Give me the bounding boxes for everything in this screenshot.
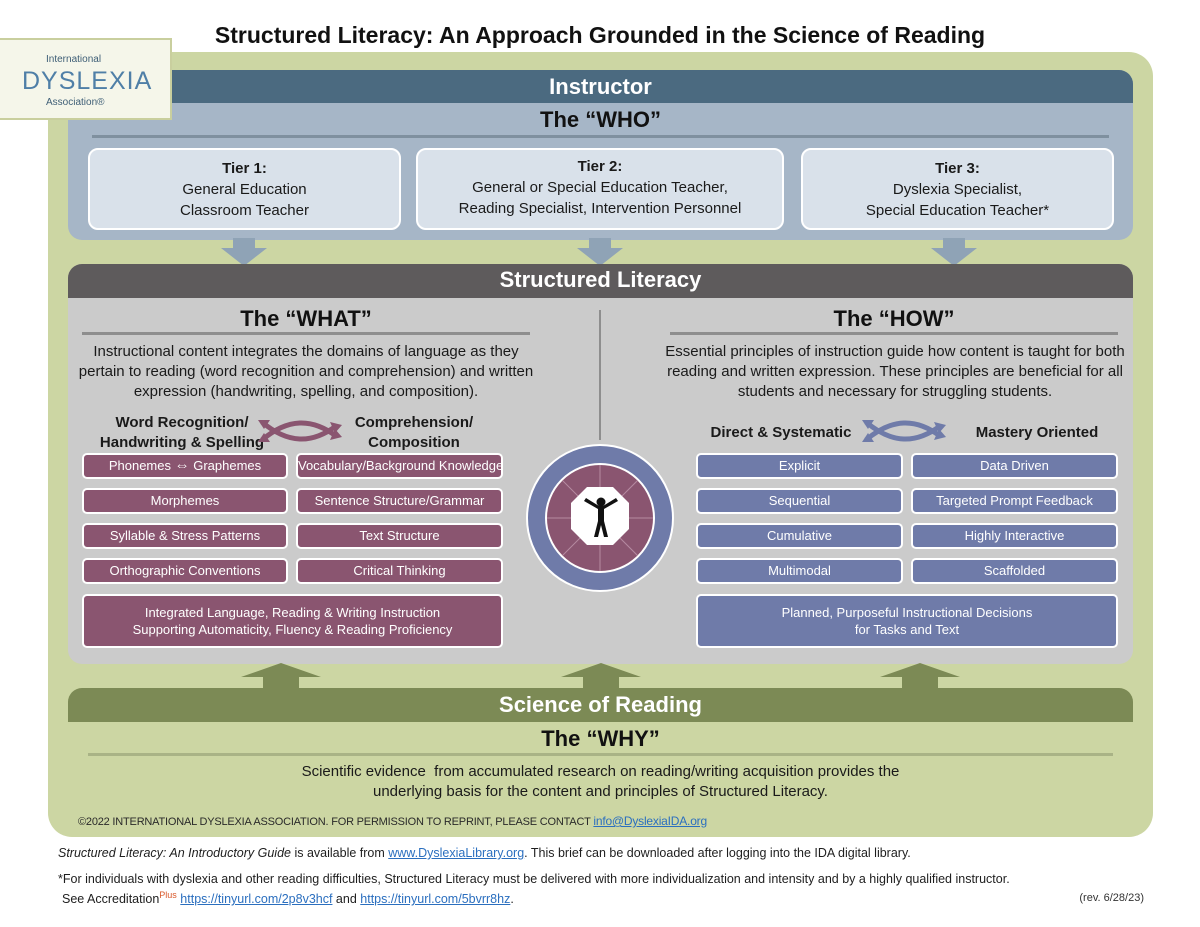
how-right-pill: Targeted Prompt Feedback [911, 488, 1118, 514]
how-left-pill: Sequential [696, 488, 903, 514]
footer-text: . [510, 892, 514, 907]
how-summary-line1: Planned, Purposeful Instructional Decisi… [781, 605, 1033, 620]
what-heading: The “WHAT” [240, 306, 372, 331]
up-arrow-icon [241, 663, 321, 689]
mastery-oriented-label: Mastery Oriented [975, 424, 1099, 441]
what-right-pill: Vocabulary/Background Knowledge [296, 453, 503, 479]
footer-text: See Accreditation [62, 892, 160, 907]
tier-3-title: Tier 3: [935, 160, 980, 177]
what-left-pill: Orthographic Conventions [82, 558, 288, 584]
direct-systematic-label: Direct & Systematic [710, 424, 852, 441]
how-summary-line2: for Tasks and Text [854, 622, 960, 637]
comprehension-label: Comprehension/ [354, 414, 474, 431]
how-right-pill: Highly Interactive [911, 523, 1118, 549]
what-description: Instructional content integrates the dom… [78, 343, 534, 400]
tinyurl-link-2[interactable]: https://tinyurl.com/5bvrr8hz [360, 892, 511, 907]
page-title: Structured Literacy: An Approach Grounde… [214, 22, 986, 48]
tier-1-title: Tier 1: [222, 160, 267, 177]
word-recognition-heading: Word Recognition/ Handwriting & Spelling [82, 413, 282, 453]
why-divider [88, 753, 1113, 756]
what-divider [82, 332, 530, 335]
how-right-pill: Data Driven [911, 453, 1118, 479]
how-left-pill: Cumulative [696, 523, 903, 549]
why-line2: underlying basis for the content and pri… [373, 783, 828, 800]
revision-date: (rev. 6/28/23) [1079, 892, 1144, 904]
how-left-pill: Multimodal [696, 558, 903, 584]
graphemes-label: Graphemes [193, 458, 262, 473]
footer-line-2: *For individuals with dyslexia and other… [58, 872, 1010, 886]
comprehension-heading: Comprehension/ Composition [334, 413, 494, 453]
what-left-pill: Morphemes [82, 488, 288, 514]
how-description: Essential principles of instruction guid… [665, 343, 1125, 400]
who-divider [92, 135, 1109, 138]
what-summary-line1: Integrated Language, Reading & Writing I… [144, 605, 441, 620]
tier-3-line2: Special Education Teacher* [865, 202, 1050, 219]
composition-label: Composition [368, 434, 460, 451]
tinyurl-link-1[interactable]: https://tinyurl.com/2p8v3hcf [180, 892, 333, 907]
what-summary-line2: Supporting Automaticity, Fluency & Readi… [132, 622, 453, 637]
why-description: Scientific evidence from accumulated res… [68, 762, 1133, 802]
copyright-text: ©2022 INTERNATIONAL DYSLEXIA ASSOCIATION… [78, 816, 594, 828]
tier-3-box: Tier 3: Dyslexia Specialist, Special Edu… [801, 148, 1114, 230]
down-arrow-icon [221, 238, 267, 266]
down-arrow-icon [931, 238, 977, 266]
tier-1-box: Tier 1: General Education Classroom Teac… [88, 148, 401, 230]
guide-title: Structured Literacy: An Introductory Gui… [58, 846, 291, 860]
logo-main-text: DYSLEXIA [22, 67, 153, 95]
tier-2-line1: General or Special Education Teacher, [472, 179, 728, 196]
footer-text: and [332, 892, 361, 907]
dyslexia-library-link[interactable]: www.DyslexiaLibrary.org [388, 846, 525, 860]
up-arrow-icon [561, 663, 641, 689]
crossing-arrows-icon [258, 420, 342, 442]
phonemes-graphemes-pill: Phonemes ⇔ Graphemes [82, 453, 288, 479]
instructor-panel: Instructor The “WHO” Tier 1: General Edu… [68, 70, 1133, 240]
how-left-pill: Explicit [696, 453, 903, 479]
why-line1: Scientific evidence from accumulated res… [301, 763, 900, 780]
who-heading: The “WHO” [540, 107, 661, 132]
how-divider [670, 332, 1118, 335]
handwriting-spelling-label: Handwriting & Spelling [99, 434, 265, 451]
down-arrow-icon [577, 238, 623, 266]
logo-top-text: International [46, 54, 102, 65]
footer-line-1: Structured Literacy: An Introductory Gui… [58, 846, 911, 860]
double-arrow-icon: ⇔ [174, 457, 190, 474]
why-heading: The “WHY” [541, 726, 660, 751]
copyright-notice: ©2022 INTERNATIONAL DYSLEXIA ASSOCIATION… [78, 814, 707, 828]
science-header: Science of Reading [68, 688, 1133, 722]
how-heading: The “HOW” [833, 306, 955, 331]
tier-2-box: Tier 2: General or Special Education Tea… [416, 148, 784, 230]
what-left-pill: Syllable & Stress Patterns [82, 523, 288, 549]
center-divider [599, 310, 601, 440]
center-circle-inner [545, 463, 655, 573]
tier-1-line2: Classroom Teacher [180, 202, 309, 219]
footer-text: . This brief can be downloaded after log… [524, 846, 911, 860]
logo-bottom-text: Association® [46, 97, 105, 108]
up-arrow-icon [880, 663, 960, 689]
tier-2-title: Tier 2: [577, 158, 623, 175]
footer-line-3: See AccreditationPlus https://tinyurl.co… [62, 890, 514, 906]
tier-2-line2: Reading Specialist, Intervention Personn… [458, 200, 742, 217]
how-right-pill: Scaffolded [911, 558, 1118, 584]
word-recognition-label: Word Recognition/ [115, 414, 249, 431]
what-right-pill: Sentence Structure/Grammar [296, 488, 503, 514]
what-right-pill: Text Structure [296, 523, 503, 549]
phonemes-label: Phonemes [108, 458, 171, 473]
how-summary-pill: Planned, Purposeful Instructional Decisi… [696, 594, 1118, 648]
structured-literacy-header: Structured Literacy [68, 264, 1133, 298]
instructor-header: Instructor [68, 70, 1133, 103]
ida-logo: International DYSLEXIA Association® [0, 38, 172, 120]
what-right-pill: Critical Thinking [296, 558, 503, 584]
student-figure-icon [584, 497, 618, 537]
crossing-arrows-icon [862, 420, 946, 442]
contact-email-link[interactable]: info@DyslexiaIDA.org [593, 814, 707, 828]
accreditation-plus: Plus [159, 890, 177, 900]
tier-1-line1: General Education [182, 181, 307, 198]
footer-text: is available from [290, 846, 389, 860]
tier-3-line1: Dyslexia Specialist, [892, 181, 1023, 198]
what-summary-pill: Integrated Language, Reading & Writing I… [82, 594, 503, 648]
